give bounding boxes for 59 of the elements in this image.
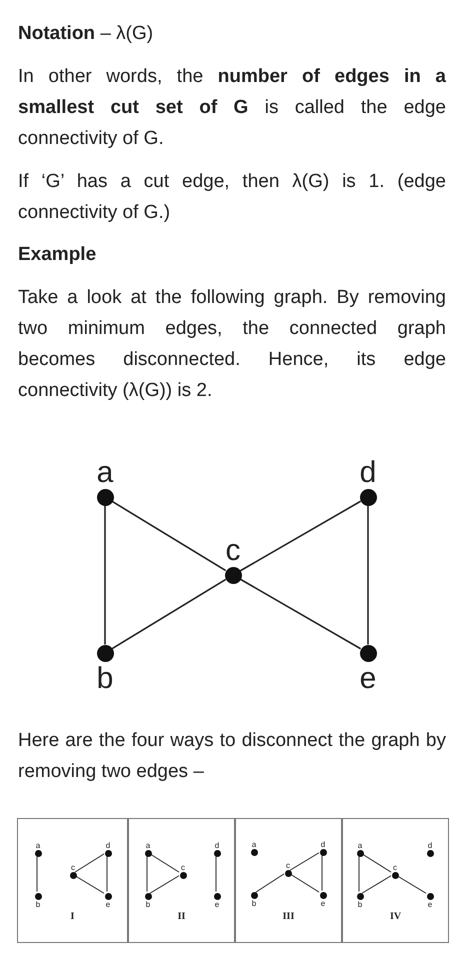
graph-edge bbox=[240, 500, 362, 572]
graph-vertex: e bbox=[104, 892, 112, 908]
graph-edge bbox=[290, 873, 320, 893]
graph-edge bbox=[256, 873, 284, 893]
graph-edge bbox=[150, 853, 180, 873]
notation-heading: Notation – λ(G) bbox=[18, 22, 154, 46]
graph-vertex: d bbox=[214, 840, 220, 856]
graph-edge bbox=[106, 855, 108, 892]
graph-vertex: b bbox=[356, 892, 364, 908]
graph-vertex: b bbox=[144, 892, 152, 908]
graph-vertex: d bbox=[426, 840, 434, 856]
table-cell bbox=[17, 818, 128, 943]
paragraph: If ‘G’ has a cut edge, then λ(G) is 1. (edge connectivity of G.) bbox=[18, 170, 446, 225]
roman-numeral: III bbox=[282, 911, 296, 922]
roman-numeral: I bbox=[70, 911, 76, 922]
graph-vertex: c bbox=[392, 862, 398, 878]
graph-edge bbox=[362, 875, 392, 894]
graph-edge bbox=[74, 875, 104, 894]
graph-vertex: a bbox=[96, 456, 114, 506]
graph-edge bbox=[290, 852, 320, 871]
graph-edge bbox=[112, 500, 226, 572]
graph-vertex: a bbox=[144, 840, 152, 856]
graph-edge bbox=[74, 853, 104, 873]
graph-edge bbox=[150, 875, 180, 894]
graph-vertex: e bbox=[426, 892, 434, 908]
table-cell bbox=[235, 818, 342, 943]
graph-edge bbox=[146, 855, 148, 892]
graph-vertex: d bbox=[360, 456, 376, 506]
roman-numeral: II bbox=[176, 911, 186, 922]
graph-vertex: e bbox=[320, 892, 326, 908]
table-cell bbox=[342, 818, 449, 943]
graph-vertex: d bbox=[104, 840, 112, 856]
paragraph: Here are the four ways to disconnect the graph by removing two edges – bbox=[18, 729, 446, 784]
graph-vertex: a bbox=[250, 840, 258, 856]
graph-vertex: b bbox=[34, 892, 42, 908]
graph-edge bbox=[367, 506, 369, 644]
graph-vertex: d bbox=[320, 840, 326, 856]
graph-vertex: c bbox=[70, 862, 76, 878]
graph-edge bbox=[112, 578, 226, 650]
graph-vertex: e bbox=[214, 892, 220, 908]
graph-vertex: e bbox=[360, 644, 376, 694]
graph-vertex: b bbox=[96, 644, 114, 694]
paragraph: In other words, the number of edges in a smallest cut set of G is called the edge connectivity of G. bbox=[18, 65, 446, 151]
graph-edge bbox=[358, 855, 360, 892]
table-cell bbox=[128, 818, 235, 943]
graph-edge bbox=[362, 853, 392, 873]
graph-vertex: c bbox=[180, 862, 186, 878]
graph-edge bbox=[104, 506, 106, 644]
graph-vertex: c bbox=[284, 860, 292, 876]
section-heading: Example bbox=[18, 243, 98, 267]
graph-vertex: a bbox=[34, 840, 42, 856]
graph-vertex: b bbox=[250, 892, 258, 908]
graph-edge bbox=[240, 578, 362, 650]
roman-numeral: IV bbox=[388, 911, 402, 922]
graph-edge bbox=[396, 875, 426, 894]
paragraph: Take a look at the following graph. By removing two minimum edges, the connected graph becomes disconnected. Hence, its edge connectivity (λ(G)) is 2. bbox=[18, 286, 446, 403]
graph-edge bbox=[36, 855, 38, 892]
graph-vertex: c bbox=[224, 534, 242, 584]
graph-vertex: a bbox=[356, 840, 364, 856]
